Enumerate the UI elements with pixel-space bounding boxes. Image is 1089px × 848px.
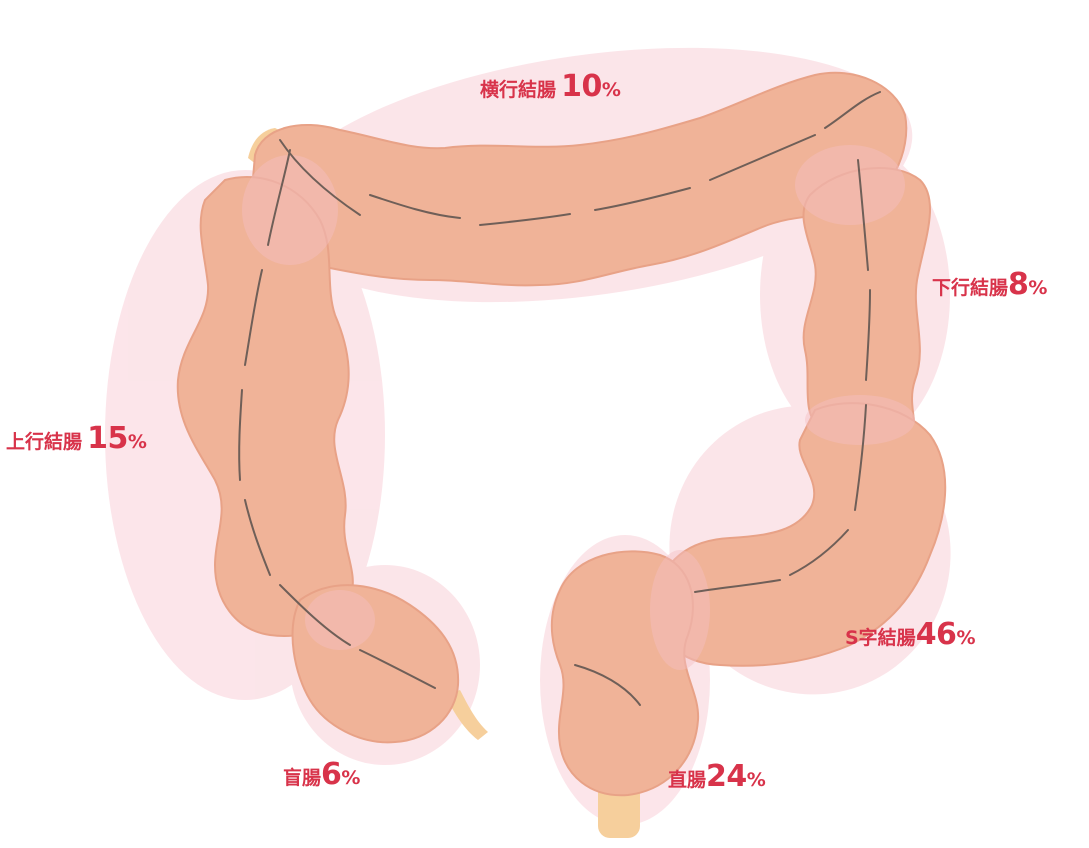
percent-unit: %: [341, 767, 360, 789]
label-transverse-colon: 横行結腸 10%: [480, 72, 621, 102]
segment-name: 直腸: [668, 769, 706, 791]
percent-unit: %: [602, 79, 621, 101]
label-descending-colon: 下行結腸8%: [932, 270, 1047, 300]
segment-name: 盲腸: [283, 767, 321, 789]
sigmoid-rectum-tint: [650, 550, 710, 670]
segment-percentage: 8: [1008, 267, 1028, 302]
segment-percentage: 10: [561, 69, 602, 104]
sigmoid-descending-tint: [805, 395, 915, 445]
percent-unit: %: [747, 769, 766, 791]
percent-unit: %: [128, 431, 147, 453]
segment-name: 下行結腸: [932, 277, 1008, 299]
segment-percentage: 46: [916, 617, 957, 652]
label-rectum: 直腸24%: [668, 762, 766, 792]
label-sigmoid-colon: S字結腸46%: [845, 620, 975, 650]
label-ascending-colon: 上行結腸 15%: [6, 424, 147, 454]
segment-percentage: 24: [706, 759, 747, 794]
segment-name: 横行結腸: [480, 79, 556, 101]
segment-percentage: 6: [321, 757, 341, 792]
percent-unit: %: [1028, 277, 1047, 299]
label-cecum: 盲腸6%: [283, 760, 360, 790]
segment-name: 上行結腸: [6, 431, 82, 453]
segment-name: S字結腸: [845, 627, 916, 649]
splenic-flexure-tint: [795, 145, 905, 225]
hepatic-flexure-tint: [242, 155, 338, 265]
percent-unit: %: [956, 627, 975, 649]
segment-percentage: 15: [87, 421, 128, 456]
